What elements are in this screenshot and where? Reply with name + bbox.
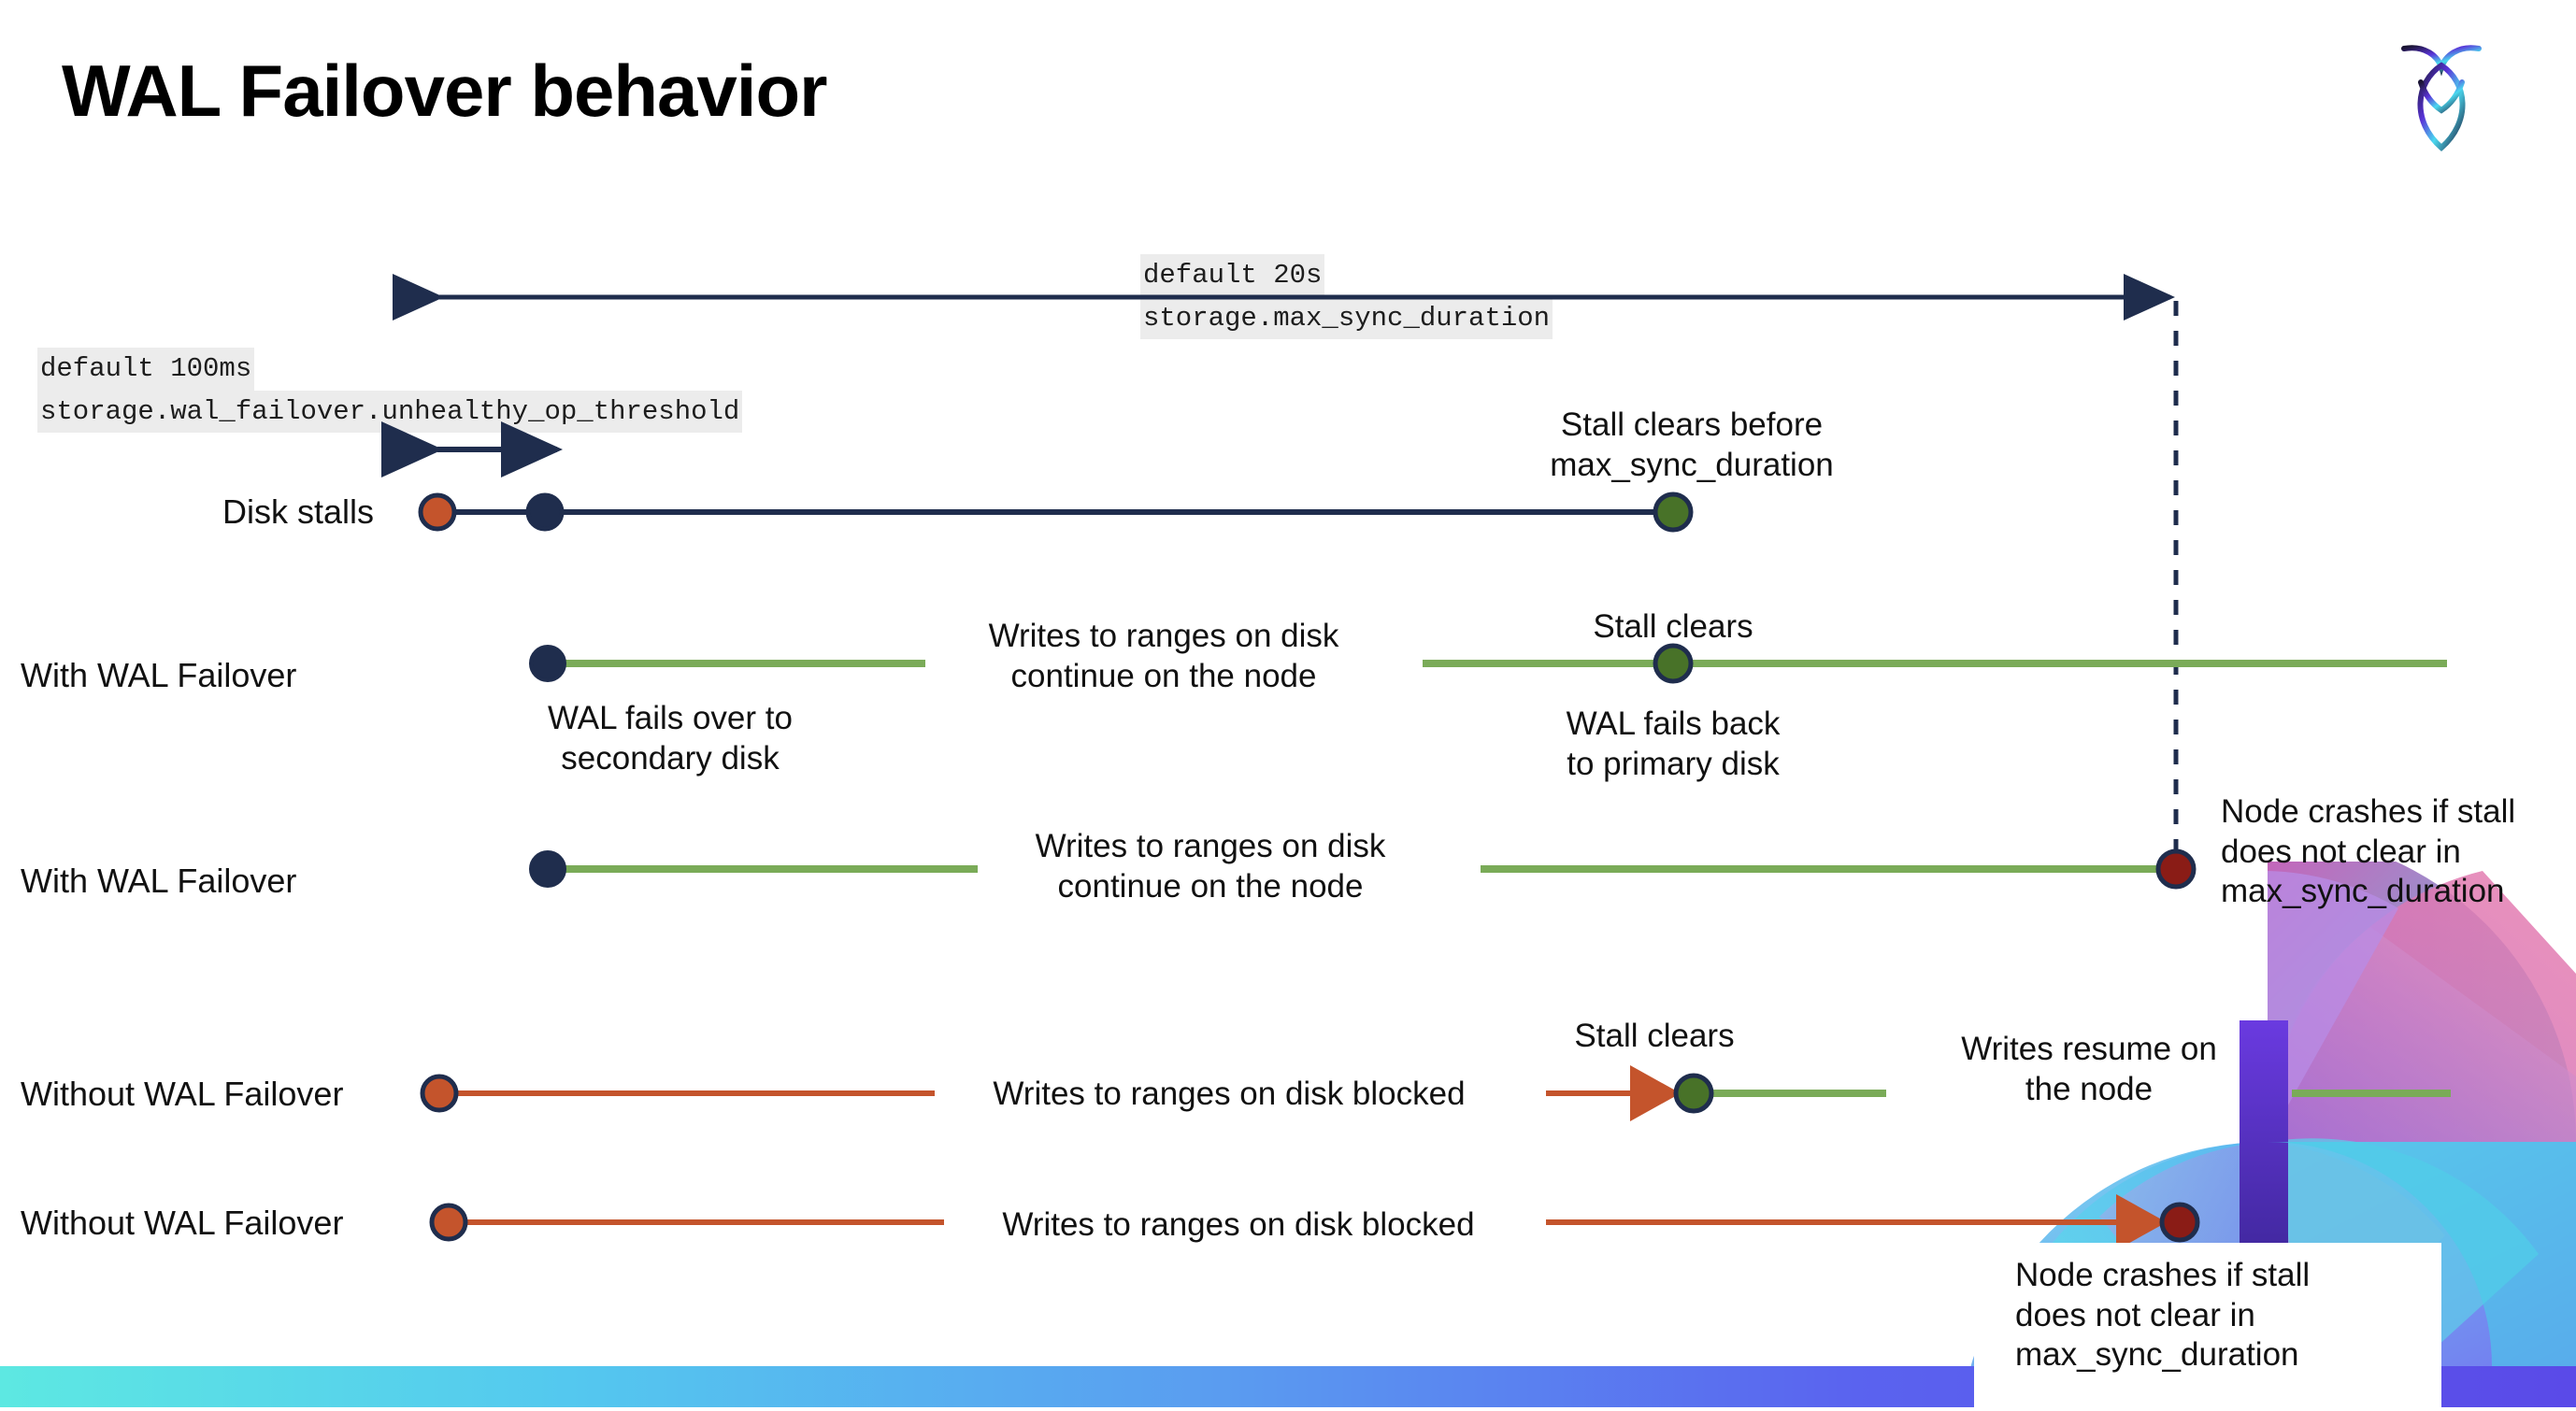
- timeline-row-without-wal-failover-2: [429, 1194, 2200, 1250]
- note-writes-continue-1: Writes to ranges on disk continue on the…: [988, 618, 1339, 694]
- note-writes-continue-2: Writes to ranges on disk continue on the…: [1035, 828, 1386, 905]
- node-crash-dot-darkred-row5: [2159, 1202, 2200, 1243]
- timeline-row-with-wal-failover-1: [529, 643, 2447, 684]
- note-writes-resume: Writes resume on the node: [1961, 1031, 2217, 1107]
- note-stall-clears-before: Stall clears before max_sync_duration: [1550, 406, 1834, 483]
- failover-dot-navy-row2: [529, 645, 566, 682]
- row-label-with-wal-failover-2: With WAL Failover: [21, 862, 297, 900]
- row-label-without-wal-failover-2: Without WAL Failover: [21, 1204, 344, 1242]
- stall-start-dot-orange: [418, 492, 457, 532]
- page-title: WAL Failover behavior: [62, 50, 827, 132]
- note-wal-fails-over: WAL fails over to secondary disk: [548, 700, 793, 777]
- timeline-row-without-wal-failover-1: [420, 1065, 2451, 1121]
- failover-trigger-dot-navy: [525, 492, 565, 532]
- stall-start-dot-orange-row5: [429, 1203, 468, 1242]
- stall-clears-dot-green-row4: [1673, 1073, 1714, 1114]
- cockroachdb-logo: [2401, 45, 2482, 151]
- row-label-with-wal-failover-1: With WAL Failover: [21, 656, 297, 694]
- timeline-row-with-wal-failover-2: [529, 848, 2197, 890]
- failover-dot-navy-row3: [529, 850, 566, 888]
- note-writes-blocked-1: Writes to ranges on disk blocked: [993, 1076, 1466, 1112]
- note-stall-clears-2: Stall clears: [1574, 1018, 1735, 1054]
- note-node-crashes-2: Node crashes if stall does not clear in …: [2015, 1257, 2311, 1374]
- note-node-crashes-1: Node crashes if stall does not clear in …: [2221, 793, 2516, 910]
- node-crash-dot-darkred-row3: [2155, 848, 2197, 890]
- note-wal-fails-back: WAL fails back to primary disk: [1566, 706, 1781, 782]
- row-label-disk-stalls: Disk stalls: [222, 492, 375, 531]
- note-writes-blocked-2: Writes to ranges on disk blocked: [1002, 1206, 1475, 1243]
- stall-start-dot-orange-row4: [420, 1074, 459, 1113]
- stall-clears-dot-green: [1653, 492, 1694, 533]
- annotation-default-100ms: default 100ms: [37, 348, 255, 391]
- stall-clears-dot-green-row2: [1653, 643, 1694, 684]
- row-label-without-wal-failover-1: Without WAL Failover: [21, 1075, 344, 1113]
- timeline-row-disk-stalls: [418, 492, 1694, 533]
- node-crash-callout-box: Node crashes if stall does not clear in …: [1974, 1243, 2441, 1411]
- note-stall-clears-1: Stall clears: [1593, 608, 1753, 645]
